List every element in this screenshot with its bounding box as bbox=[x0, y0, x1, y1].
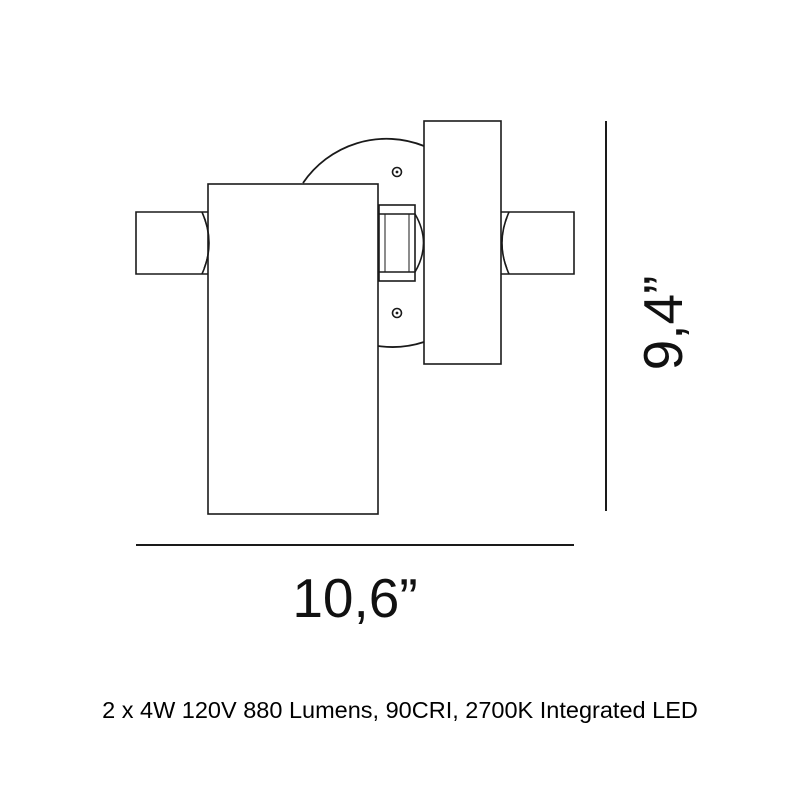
front-head-body bbox=[207, 183, 379, 515]
height-dimension-label: 9,4” bbox=[632, 276, 694, 371]
front-head-endcap-lens-inner bbox=[203, 217, 210, 269]
swivel-joint-collar bbox=[378, 204, 416, 282]
mounting-screw-top bbox=[391, 166, 403, 178]
width-dimension-label: 10,6” bbox=[292, 567, 417, 629]
rear-head-endcap bbox=[501, 211, 575, 275]
mounting-screw-bottom-center bbox=[395, 311, 399, 315]
rear-head-endcap-lens-inner bbox=[501, 217, 508, 269]
wall-plate bbox=[302, 137, 425, 348]
swivel-joint-right-dome bbox=[414, 213, 425, 273]
front-head-endcap bbox=[135, 211, 208, 275]
lighting-spec-text: 2 x 4W 120V 880 Lumens, 90CRI, 2700K Int… bbox=[102, 697, 698, 723]
rear-head-body bbox=[423, 120, 502, 365]
mounting-screw-top-center bbox=[395, 170, 399, 174]
mounting-screw-bottom bbox=[391, 307, 403, 319]
